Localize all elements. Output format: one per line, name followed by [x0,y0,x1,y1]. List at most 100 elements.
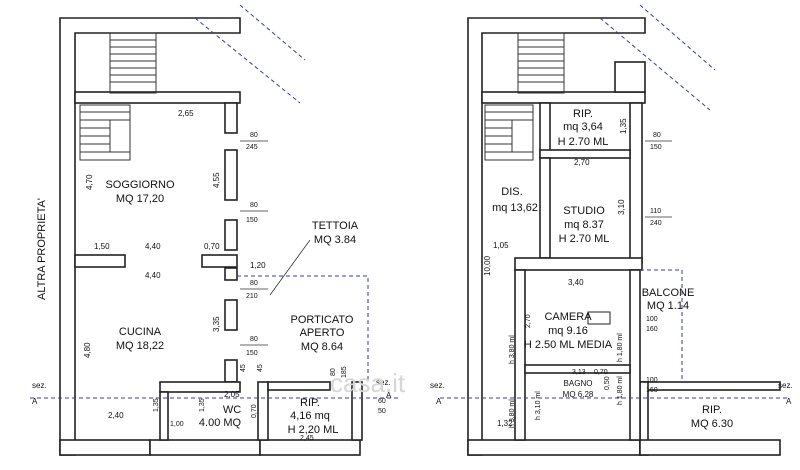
stair-dis [484,104,534,161]
porticato-name-1: PORTICATO [291,314,354,326]
wc-left-wall [159,391,169,441]
stair-living [79,104,131,161]
dim-1-35-b: 1,35 [199,398,206,412]
dim-r-2-70: 2,70 [574,158,590,167]
opening-80-d: 80 [250,336,258,343]
opening-245: 245 [246,144,258,151]
stair-top-right [517,32,646,94]
rip-bottom-area: MQ 6.30 [691,418,733,430]
dis-area: mq 13,62 [492,202,538,214]
dim-r-3-40: 3,40 [568,278,584,287]
bagno-name: BAGNO [564,379,593,388]
bagno-top-wall [524,364,631,374]
dim-2-45: 2,45 [300,435,314,442]
porticato-outline [237,275,369,382]
kitchen-wall-stub [201,254,238,268]
camera-name: CAMERA [544,311,592,323]
wc-name: WC [223,404,241,416]
camera-window-mark [587,311,611,325]
camera-right-wall [629,269,641,441]
dim-4-55: 4,55 [212,172,221,188]
rip-bottom-bottom-wall [639,439,781,456]
bottom-wall-rip [259,439,361,456]
dis-name: DIS. [501,186,522,198]
opening-r-150: 150 [650,144,662,151]
section-label-left-a: sez. [32,381,47,390]
balcone-area: MQ 1.14 [647,300,689,312]
dim-4-40-b: 4,40 [145,271,161,280]
partition-b [224,149,238,201]
dim-r-0-70: 0,70 [594,369,608,376]
tettoia-area: MQ 3.84 [314,234,356,246]
opening-r-240: 240 [650,220,662,227]
right-floor-plan: RIP. mq 3,64 H 2.70 ML DIS. mq 13,62 STU… [430,4,793,456]
boundary-dash-right-2 [639,4,716,71]
boundary-dash-right [599,17,711,111]
dim-4-40-a: 4,40 [145,242,161,251]
height-h-1-80-a: h 1,80 ml [617,333,624,362]
opening-80-c: 80 [250,280,258,287]
opening-60: 60 [378,398,386,405]
partition-f [224,359,238,383]
wc-right-wall [257,381,269,441]
bagno-area: MQ 6.28 [563,390,594,399]
boundary-dash-left-2 [239,4,306,61]
rip-top-wall [267,381,331,391]
watermark-text: casa.it [330,368,406,398]
upper-wall [74,91,241,104]
opening-r-100-a: 100 [646,316,658,323]
camera-height: H 2.50 ML MEDIA [524,339,613,351]
dim-r-1-32: 1,32 [497,419,513,428]
dim-r-0-50: 0,50 [604,376,611,390]
opening-80-a: 80 [250,132,258,139]
dim-r-3-10: 3,10 [617,199,626,215]
opening-r-160-a: 160 [646,326,658,333]
right-east-wall [629,102,643,264]
studio-left-wall [539,157,551,259]
rip-height: H 2,20 ML [288,424,339,436]
rip-top-area: mq 3,64 [563,121,603,133]
dim-r-1-35: 1,35 [619,118,628,134]
opening-210: 210 [246,293,258,300]
soggiorno-name: SOGGIORNO [105,179,175,191]
opening-45-a: 45 [240,364,247,372]
section-letter-left-b: A [386,391,392,400]
dim-1-00: 1,00 [170,421,184,428]
cucina-name: CUCINA [119,326,162,338]
soggiorno-area: MQ 17,20 [116,193,164,205]
opening-150-a: 150 [246,217,258,224]
opening-80-e: 80 [330,368,337,376]
boundary-dash-left [194,17,301,104]
studio-height: H 2.70 ML [559,233,610,245]
right-upper-wall [481,91,646,104]
dim-4-80: 4,80 [83,342,92,358]
section-letter-right-a: A [436,397,442,406]
opening-45-b: 45 [257,364,264,372]
dim-0-70-wc: 0,70 [251,404,258,418]
section-letter-right-b: A [786,397,792,406]
opening-150-b: 150 [246,350,258,357]
dim-r-10-00: 10,00 [483,255,492,276]
studio-area: mq 8.37 [564,219,604,231]
altra-proprieta-label: ALTRA PROPRIETA' [36,198,48,300]
partition-a [224,102,238,134]
dim-1-20: 1,20 [250,261,266,270]
dim-2-05: 2,05 [224,390,240,399]
studio-name: STUDIO [563,205,605,217]
wc-top-wall [159,381,241,393]
cucina-area: MQ 18,22 [116,340,164,352]
dim-r-3-13: 3,13 [572,369,586,376]
rip-right-wall [351,381,363,441]
opening-185: 185 [341,366,348,378]
living-kitchen-wall [74,254,126,268]
height-h-3-80-a: h 3,80 ml [509,335,516,364]
dim-1-50: 1,50 [94,242,110,251]
section-label-right-b: sez. [778,381,793,390]
opening-80-b: 80 [250,202,258,209]
bottom-wall-mid [149,439,261,456]
section-letter-left-a: A [32,397,38,406]
dim-r-2-70-b: 2,70 [525,314,532,328]
tettoia-leader [269,239,311,296]
camera-left-wall [514,269,526,441]
bottom-wall-left [59,439,151,456]
